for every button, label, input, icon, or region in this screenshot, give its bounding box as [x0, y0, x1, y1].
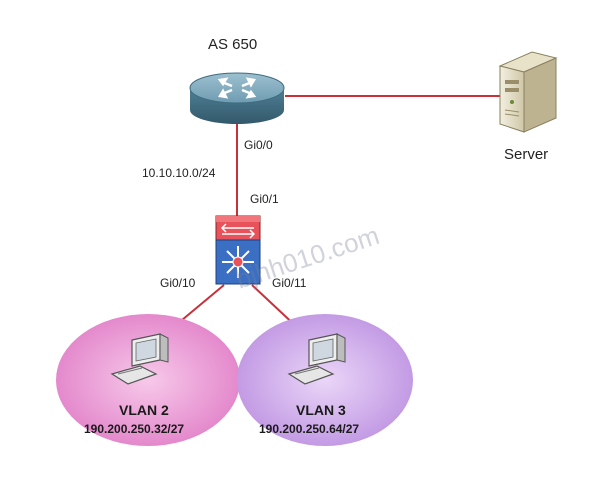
- server-label: Server: [504, 146, 549, 163]
- switch-uplink-port-label: Gi0/1: [250, 192, 279, 206]
- vlan3-network: 190.200.250.64/27: [259, 422, 360, 436]
- vlan2-name: VLAN 2: [119, 402, 169, 418]
- switch-icon: [215, 215, 261, 285]
- server-icon: [498, 51, 558, 133]
- router-label: AS 650: [208, 36, 258, 53]
- vlan3-area: [237, 314, 413, 446]
- vlan3-name: VLAN 3: [296, 402, 346, 418]
- pc-icon-vlan2: [110, 333, 169, 385]
- vlan2-network: 190.200.250.32/27: [84, 422, 185, 436]
- router-port-label: Gi0/0: [244, 138, 273, 152]
- router-icon: [189, 72, 285, 124]
- switch-port-left-label: Gi0/10: [160, 276, 196, 290]
- pc-icon-vlan3: [287, 333, 346, 385]
- switch-port-right-label: Gi0/11: [272, 276, 307, 290]
- vlan2-area: [56, 314, 240, 446]
- subnet-label: 10.10.10.0/24: [142, 166, 216, 180]
